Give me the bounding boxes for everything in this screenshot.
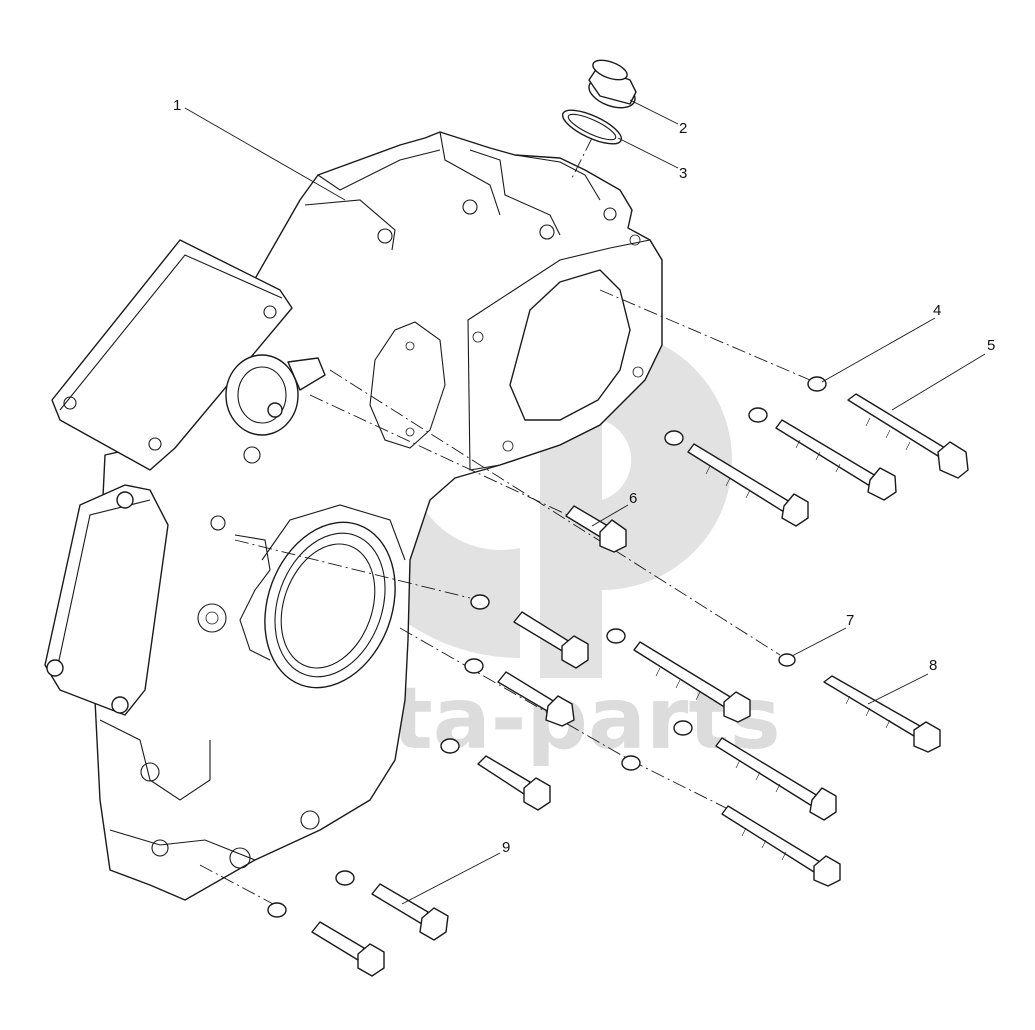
callout-1: 1 — [173, 97, 181, 114]
o-ring — [561, 109, 623, 145]
washer — [464, 658, 484, 674]
hex-bolt — [477, 755, 551, 811]
hex-bolt — [565, 505, 627, 553]
socket-bolt — [823, 675, 941, 753]
callout-3: 3 — [679, 165, 687, 182]
hex-bolt — [311, 921, 385, 977]
callout-4: 4 — [933, 302, 941, 319]
washers — [267, 376, 827, 918]
callout-2: 2 — [679, 120, 687, 137]
bolts — [311, 393, 969, 977]
callout-6: 6 — [629, 490, 637, 507]
hex-bolt — [721, 805, 841, 887]
washer — [440, 738, 460, 754]
callout-8: 8 — [929, 657, 937, 674]
hex-bolt — [497, 671, 575, 727]
hex-bolt — [715, 737, 837, 821]
alignment-lines — [199, 137, 811, 906]
hex-bolt — [513, 611, 589, 669]
hex-bolt — [687, 443, 809, 527]
callouts: 1 2 3 4 5 6 7 8 9 — [173, 97, 995, 856]
hex-bolt — [633, 641, 751, 723]
washer — [606, 628, 626, 644]
washer — [673, 720, 693, 736]
callout-5: 5 — [987, 337, 995, 354]
leader-lines — [184, 99, 986, 905]
filler-cap — [588, 59, 637, 109]
lower-cover-plate — [44, 484, 169, 716]
callout-7: 7 — [846, 612, 854, 629]
washer — [664, 430, 684, 446]
socket-bolt — [847, 393, 969, 479]
washer — [267, 902, 287, 918]
upper-cover-plate — [51, 239, 326, 471]
hex-bolt — [371, 883, 449, 941]
washer — [621, 755, 641, 771]
hex-bolt — [775, 419, 897, 501]
washer — [778, 653, 796, 667]
washer — [335, 870, 355, 886]
washer — [470, 594, 490, 610]
washer — [807, 376, 827, 392]
callout-9: 9 — [502, 839, 510, 856]
washer — [748, 407, 768, 423]
